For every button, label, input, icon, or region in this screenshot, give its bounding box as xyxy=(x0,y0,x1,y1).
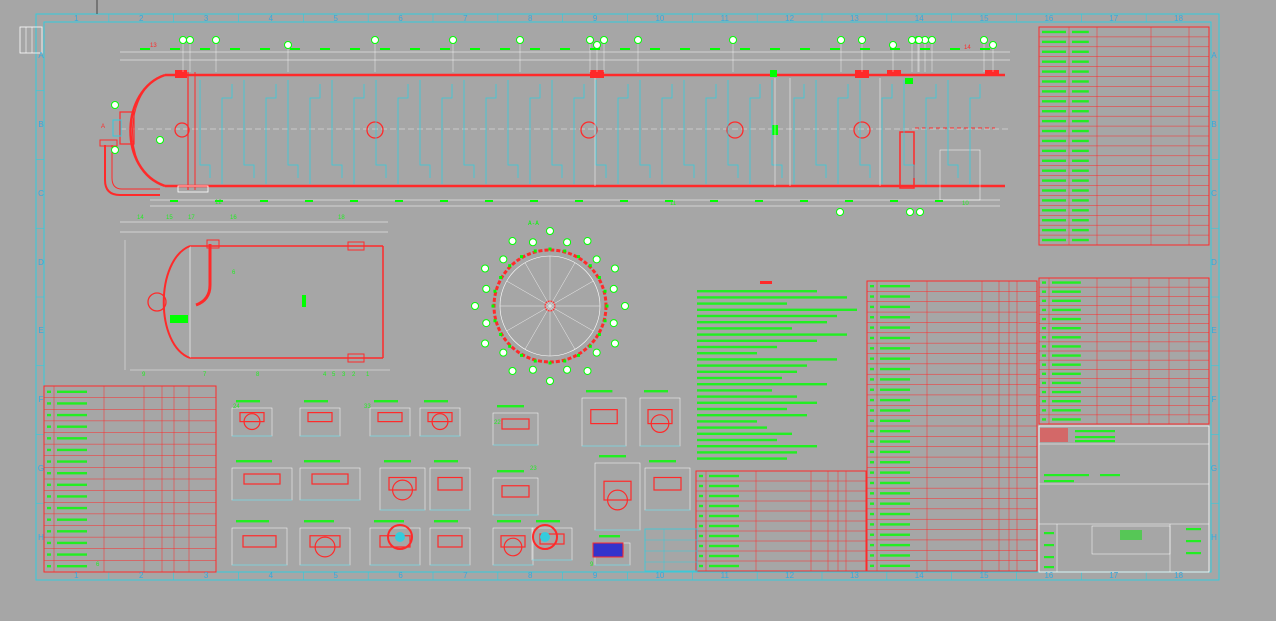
zone-col-7: 7 xyxy=(463,571,468,580)
part-number-16: 16 xyxy=(230,215,237,221)
zone-col-7: 7 xyxy=(463,14,468,23)
zone-col-9: 9 xyxy=(592,14,598,23)
zone-row-B: B xyxy=(1211,120,1217,130)
title-block xyxy=(1038,425,1210,573)
zone-row-F: F xyxy=(1211,395,1217,405)
zone-col-3: 3 xyxy=(203,14,209,23)
note-label-9: 9 xyxy=(590,562,594,568)
zone-col-8: 8 xyxy=(528,571,533,580)
zone-col-16: 16 xyxy=(1044,14,1054,23)
zone-col-4: 4 xyxy=(268,571,274,580)
zone-col-16: 16 xyxy=(1044,571,1054,580)
zone-col-3: 3 xyxy=(203,571,209,580)
zone-col-15: 15 xyxy=(979,14,989,23)
zone-row-H: H xyxy=(1211,532,1217,542)
detail-number-33: 33 xyxy=(364,404,371,410)
zone-col-17: 17 xyxy=(1109,571,1119,580)
corner-box xyxy=(19,26,43,54)
middle-parts-list xyxy=(866,280,1038,572)
zone-col-11: 11 xyxy=(720,571,729,580)
zone-row-G: G xyxy=(1210,463,1218,473)
detail-number-22: 22 xyxy=(494,420,501,426)
zone-col-8: 8 xyxy=(528,14,533,23)
zone-col-14: 14 xyxy=(914,14,924,23)
part-number-14: 14 xyxy=(964,45,971,51)
zone-col-17: 17 xyxy=(1109,14,1119,23)
part-number-5: 5 xyxy=(332,372,336,378)
zone-col-12: 12 xyxy=(785,571,795,580)
zone-row-F: F xyxy=(38,395,44,405)
zone-row-A: A xyxy=(1211,51,1217,61)
main-vessel-view xyxy=(99,36,1010,216)
detail-number-24: 24 xyxy=(233,404,240,410)
section-marker-a: A xyxy=(101,124,106,130)
zone-col-12: 12 xyxy=(785,14,795,23)
part-number-4: 4 xyxy=(323,372,327,378)
part-number-12: 12 xyxy=(215,200,222,206)
zone-row-G: G xyxy=(37,463,45,473)
note-label-6: 6 xyxy=(96,562,100,568)
zone-row-B: B xyxy=(38,120,44,130)
zone-col-6: 6 xyxy=(398,14,403,23)
zone-row-C: C xyxy=(1211,188,1217,198)
zone-col-6: 6 xyxy=(398,571,403,580)
detail-views xyxy=(231,390,691,566)
part-number-3: 3 xyxy=(342,372,346,378)
head-detail-view xyxy=(120,221,390,371)
zone-col-5: 5 xyxy=(333,14,338,23)
zone-col-9: 9 xyxy=(592,571,598,580)
part-number-2: 2 xyxy=(352,372,356,378)
zone-col-1: 1 xyxy=(74,14,79,23)
zone-col-15: 15 xyxy=(979,571,989,580)
zone-col-14: 14 xyxy=(914,571,924,580)
lower-parts-list xyxy=(695,470,867,572)
part-number-15: 15 xyxy=(166,215,173,221)
zone-row-E: E xyxy=(1211,326,1217,336)
zone-col-5: 5 xyxy=(333,571,338,580)
zone-ticks xyxy=(36,14,1219,580)
zone-col-18: 18 xyxy=(1174,571,1184,580)
part-number-7: 7 xyxy=(203,372,207,378)
zone-row-H: H xyxy=(38,532,44,542)
small-cyan-table xyxy=(644,528,698,572)
part-number-11: 11 xyxy=(670,201,677,207)
zone-col-10: 10 xyxy=(655,14,665,23)
zone-col-1: 1 xyxy=(74,571,79,580)
part-number-10: 10 xyxy=(962,201,969,207)
zone-col-13: 13 xyxy=(849,14,859,23)
zone-col-2: 2 xyxy=(139,14,144,23)
part-number-6: 6 xyxy=(232,270,236,276)
part-number-9: 9 xyxy=(142,372,146,378)
part-number-17: 17 xyxy=(188,215,195,221)
zone-row-C: C xyxy=(38,188,44,198)
part-number-8: 8 xyxy=(256,372,260,378)
zone-col-18: 18 xyxy=(1174,14,1184,23)
left-nozzle-table xyxy=(43,385,217,573)
zone-row-D: D xyxy=(1211,257,1217,267)
outer-frame xyxy=(35,13,1220,581)
detail-number-23: 23 xyxy=(530,466,537,472)
zone-row-D: D xyxy=(38,257,44,267)
part-number-18: 18 xyxy=(338,215,345,221)
right-nozzle-table xyxy=(1038,277,1210,425)
zone-col-4: 4 xyxy=(268,14,274,23)
zone-col-13: 13 xyxy=(849,571,859,580)
zone-col-11: 11 xyxy=(720,14,729,23)
part-number-1: 1 xyxy=(366,372,370,378)
zone-row-A: A xyxy=(38,51,44,61)
part-number-13: 13 xyxy=(150,43,157,49)
zone-col-2: 2 xyxy=(139,571,144,580)
svg-text:A-A: A-A xyxy=(528,220,539,227)
inner-frame xyxy=(43,21,1212,573)
section-a-a-view: A-A xyxy=(471,220,629,385)
top-right-table xyxy=(1038,26,1210,246)
zone-col-10: 10 xyxy=(655,571,665,580)
part-number-14b: 14 xyxy=(137,215,144,221)
zone-row-E: E xyxy=(38,326,44,336)
technical-notes-block xyxy=(697,281,857,460)
